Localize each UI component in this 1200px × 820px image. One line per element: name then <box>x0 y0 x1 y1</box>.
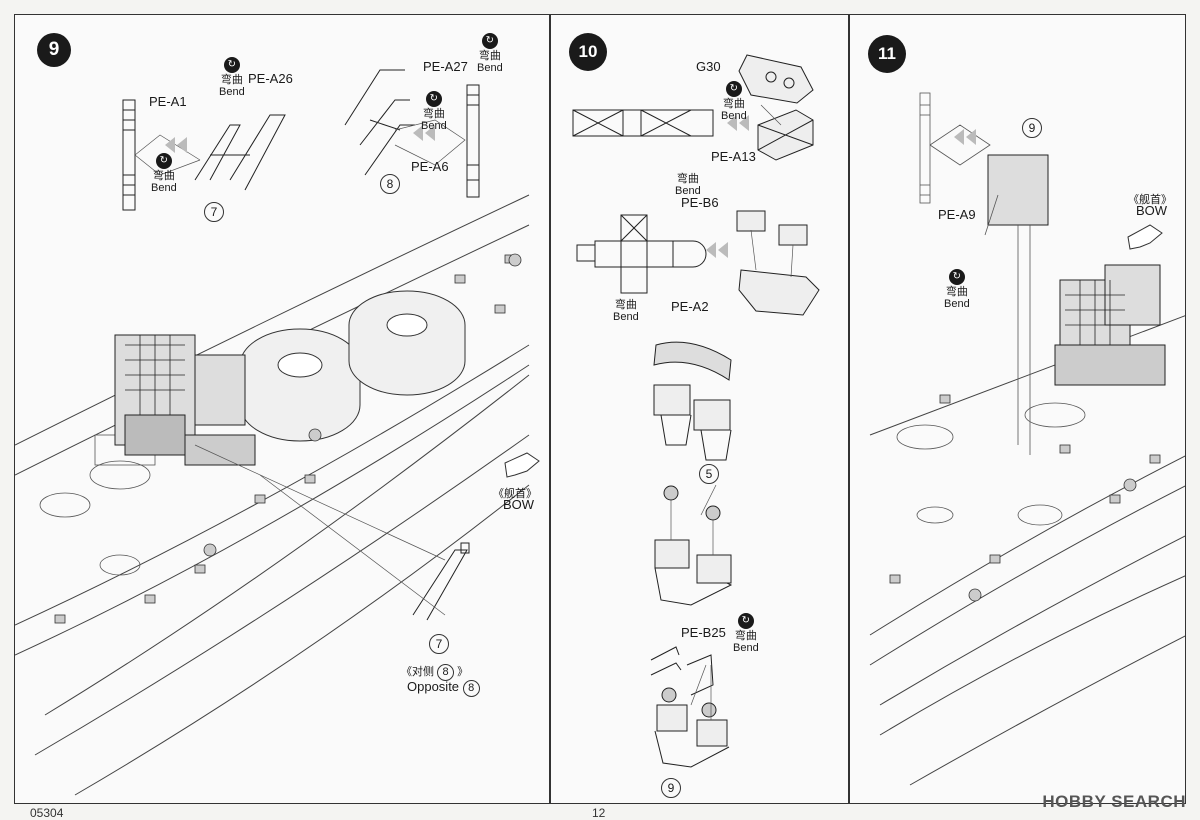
step-9-number: 9 <box>37 33 71 67</box>
step-11-panel: 11 <box>849 14 1186 804</box>
part-label-g30: G30 <box>696 59 721 74</box>
part-label-pe-a2: PE-A2 <box>671 299 709 314</box>
step-9-drawing <box>15 69 540 796</box>
bow-arrow-icon <box>504 452 540 478</box>
part-label-pe-b6: PE-B6 <box>681 195 719 210</box>
ref-circle-8: 8 <box>380 174 400 194</box>
part-label-pe-a13: PE-A13 <box>711 149 756 164</box>
part-label-pe-a9: PE-A9 <box>938 207 976 222</box>
step-10-drawing <box>572 54 820 768</box>
opposite-label-cn: 《对侧 8 》 <box>401 663 468 681</box>
bend-icon: ↻ <box>425 91 442 107</box>
ref-circle-7: 7 <box>204 202 224 222</box>
bend-icon: ↻ <box>155 153 172 169</box>
part-label-pe-b25: PE-B25 <box>681 625 726 640</box>
step-10-panel: 10 <box>550 14 849 804</box>
opposite-label: Opposite 8 <box>407 679 480 697</box>
bend-icon: ↻ <box>481 33 498 49</box>
step-11-number: 11 <box>868 35 906 73</box>
ref-circle-5: 5 <box>699 464 719 484</box>
bend-icon: ↻ <box>948 269 965 285</box>
bow-label: BOW <box>503 497 535 512</box>
ref-circle-9: 9 <box>1022 118 1042 138</box>
bow-label-cn: 《舰首》 <box>493 488 537 500</box>
watermark-logo: HOBBY SEARCH <box>1042 792 1186 811</box>
part-label-pe-a27: PE-A27 <box>423 59 468 74</box>
bow-arrow-icon <box>1127 224 1163 250</box>
part-label-pe-a1: PE-A1 <box>149 94 187 109</box>
bend-icon: ↻ <box>223 57 240 73</box>
ref-circle-9: 9 <box>661 778 681 798</box>
step-9-panel: 9 <box>14 14 550 804</box>
page-code: 05304 <box>30 806 64 820</box>
step-10-number: 10 <box>569 33 607 71</box>
page-number: 12 <box>592 806 606 820</box>
bow-label-cn: 《舰首》 <box>1128 194 1172 206</box>
bend-icon: ↻ <box>725 81 742 97</box>
step-11-drawing <box>869 92 1185 786</box>
part-label-pe-a6: PE-A6 <box>411 159 449 174</box>
ref-circle-7: 7 <box>429 634 449 654</box>
bow-label: BOW <box>1136 203 1168 218</box>
part-label-pe-a26: PE-A26 <box>248 71 293 86</box>
bend-icon: ↻ <box>737 613 754 629</box>
